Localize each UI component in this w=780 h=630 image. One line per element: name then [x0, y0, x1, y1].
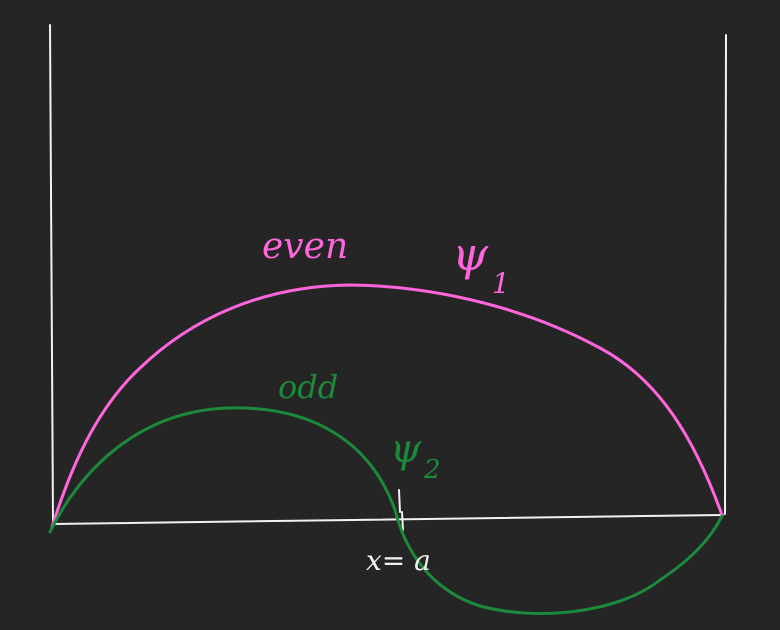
x-axis: [52, 514, 724, 525]
odd-label: odd: [278, 368, 338, 406]
psi1-even-curve: [50, 283, 724, 529]
node-tick-mark: [398, 489, 404, 531]
even-label: even: [262, 226, 348, 267]
psi2-odd-curve: [48, 406, 724, 615]
left-wall: [49, 24, 54, 523]
node-position-label: x= a: [366, 544, 431, 577]
psi2-label: ψ 2: [390, 426, 441, 485]
right-wall: [724, 34, 727, 515]
psi2-symbol: ψ: [390, 426, 422, 472]
psi1-label: ψ 1: [452, 227, 510, 300]
psi2-subscript: 2: [423, 455, 441, 485]
psi1-subscript: 1: [492, 267, 510, 300]
psi1-symbol: ψ: [452, 227, 489, 281]
